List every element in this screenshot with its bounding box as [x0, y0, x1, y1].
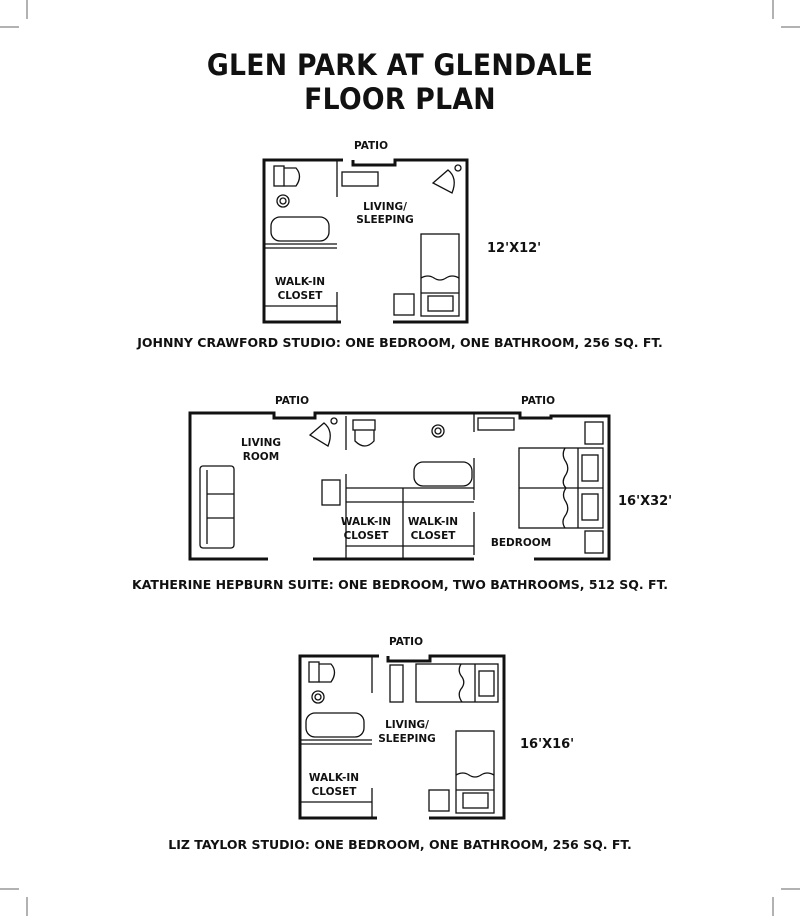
patio-right-label: PATIO — [521, 395, 555, 407]
nightstand-icon — [584, 421, 604, 445]
closet-label-2: CLOSET — [278, 290, 324, 302]
closet-label-1: WALK-IN — [309, 772, 359, 784]
plan-caption: KATHERINE HEPBURN SUITE: ONE BEDROOM, TW… — [132, 577, 668, 592]
bathtub-icon — [305, 712, 365, 738]
chair-icon — [321, 479, 341, 506]
living-label-2: SLEEPING — [356, 214, 414, 226]
living-label-2: ROOM — [243, 451, 279, 463]
lamp-icon — [308, 417, 338, 447]
bathtub-icon — [270, 216, 330, 242]
living-label-1: LIVING — [241, 437, 281, 449]
toilet-icon — [352, 419, 376, 447]
dimensions-label: 16'X16' — [520, 737, 574, 752]
page-title-line1: GLEN PARK AT GLENDALE — [206, 48, 594, 82]
dimensions-label: 16'X32' — [618, 494, 672, 509]
living-label-1: LIVING/ — [363, 201, 407, 213]
sink-icon — [431, 424, 445, 438]
closet-a-label-1: WALK-IN — [341, 516, 391, 528]
living-label-1: LIVING/ — [385, 719, 429, 731]
dresser-icon — [477, 417, 515, 431]
plan-caption: LIZ TAYLOR STUDIO: ONE BEDROOM, ONE BATH… — [168, 837, 631, 852]
nightstand-icon — [584, 530, 604, 554]
dimensions-label: 12'X12' — [487, 241, 541, 256]
sink-icon — [276, 194, 290, 208]
sofa-icon — [199, 465, 235, 549]
closet-b-label-1: WALK-IN — [408, 516, 458, 528]
bedroom-label: BEDROOM — [491, 537, 551, 549]
lamp-icon — [431, 164, 462, 194]
nightstand-icon — [428, 789, 450, 812]
plan-katherine-hepburn: PATIO PATIO LIVING — [132, 395, 672, 592]
patio-left-label: PATIO — [275, 395, 309, 407]
plan-johnny-crawford: PATIO LIVING/ SLEEPING WALK-IN — [136, 140, 663, 350]
closet-b-label-2: CLOSET — [411, 530, 457, 542]
nightstand-icon — [393, 293, 415, 316]
sink-icon — [311, 690, 325, 704]
plan-liz-taylor: PATIO LIVING/ SLEEPING WALK-IN — [168, 636, 631, 852]
patio-label: PATIO — [354, 140, 388, 152]
patio-label: PATIO — [389, 636, 423, 648]
toilet-icon — [308, 661, 336, 683]
closet-label-2: CLOSET — [312, 786, 358, 798]
bed-icon — [420, 233, 460, 317]
bathtub-icon — [413, 461, 473, 487]
double-bed-icon — [518, 447, 604, 529]
toilet-icon — [273, 165, 301, 187]
living-label-2: SLEEPING — [378, 733, 436, 745]
bed-icon — [415, 663, 499, 703]
page-title-line2: FLOOR PLAN — [304, 82, 496, 116]
bed-icon — [455, 730, 495, 814]
closet-a-label-2: CLOSET — [344, 530, 390, 542]
closet-label-1: WALK-IN — [275, 276, 325, 288]
plan-caption: JOHNNY CRAWFORD STUDIO: ONE BEDROOM, ONE… — [136, 335, 663, 350]
dresser-icon — [341, 171, 379, 187]
dresser-icon — [389, 664, 404, 703]
